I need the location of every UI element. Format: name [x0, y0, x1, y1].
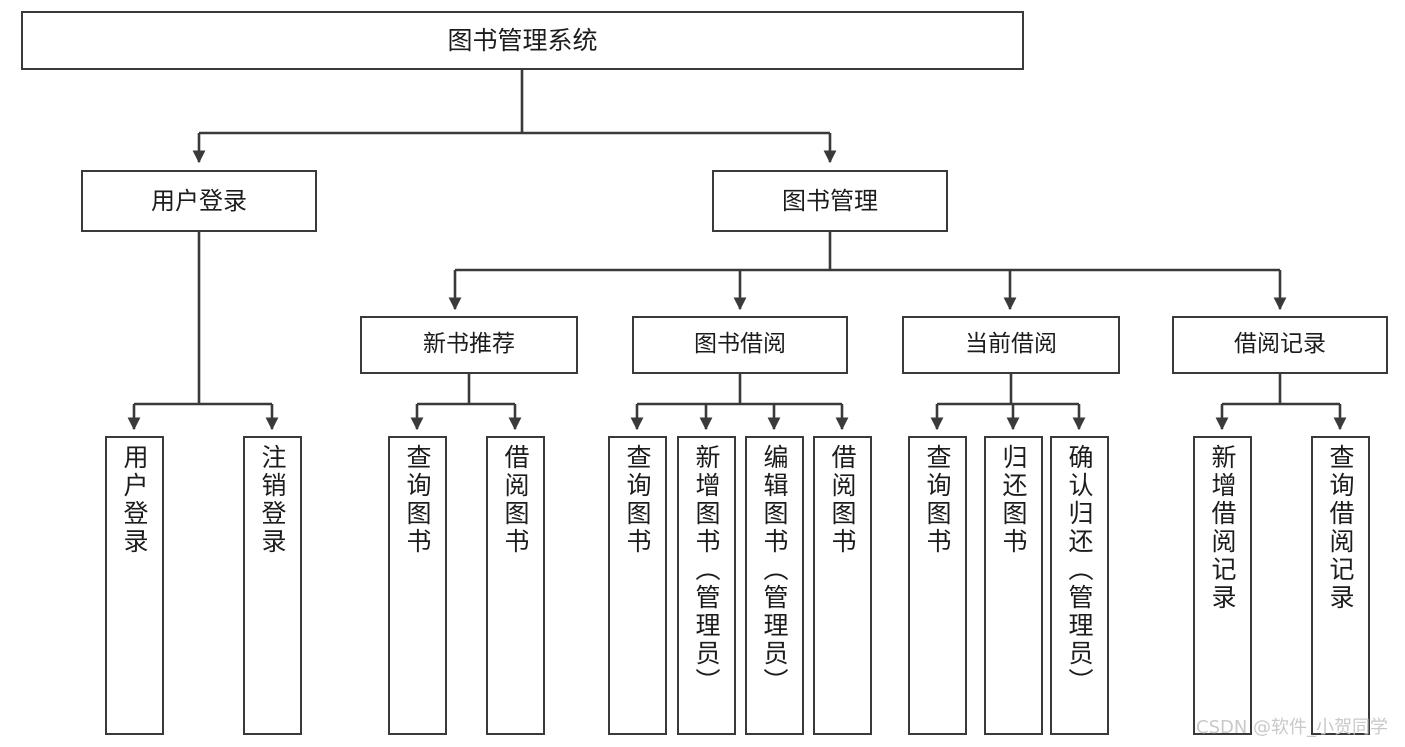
leaf-query-record-label: 查询借阅记录	[1326, 444, 1355, 612]
leaf-query-book-1-label: 查询图书	[403, 444, 432, 556]
node-user-login[interactable]: 用户登录	[81, 170, 317, 232]
leaf-return-book[interactable]: 归还图书	[984, 436, 1043, 735]
leaf-logout-label: 注销登录	[258, 444, 287, 556]
leaf-borrow-book-2-label: 借阅图书	[828, 444, 857, 556]
leaf-query-book-1[interactable]: 查询图书	[388, 436, 447, 735]
leaf-borrow-book-1-label: 借阅图书	[501, 444, 530, 556]
leaf-confirm-return[interactable]: 确认归还（管理员）	[1050, 436, 1109, 735]
leaf-logout[interactable]: 注销登录	[243, 436, 302, 735]
node-current-borrow-label: 当前借阅	[965, 331, 1057, 358]
leaf-add-record-label: 新增借阅记录	[1208, 444, 1237, 612]
leaf-add-book[interactable]: 新增图书（管理员）	[677, 436, 736, 735]
node-book-borrow[interactable]: 图书借阅	[632, 316, 848, 374]
leaf-query-book-2-label: 查询图书	[623, 444, 652, 556]
node-new-book-rec[interactable]: 新书推荐	[360, 316, 578, 374]
leaf-edit-book-label: 编辑图书（管理员）	[760, 444, 789, 696]
leaf-query-record[interactable]: 查询借阅记录	[1311, 436, 1370, 735]
leaf-confirm-return-label: 确认归还（管理员）	[1065, 444, 1094, 696]
node-new-book-rec-label: 新书推荐	[423, 331, 515, 358]
node-current-borrow[interactable]: 当前借阅	[902, 316, 1120, 374]
node-borrow-record-label: 借阅记录	[1234, 331, 1326, 358]
leaf-borrow-book-2[interactable]: 借阅图书	[813, 436, 872, 735]
node-borrow-record[interactable]: 借阅记录	[1172, 316, 1388, 374]
node-root[interactable]: 图书管理系统	[21, 11, 1024, 70]
node-book-borrow-label: 图书借阅	[694, 331, 786, 358]
node-book-manage[interactable]: 图书管理	[712, 170, 948, 232]
node-user-login-label: 用户登录	[151, 186, 247, 215]
leaf-add-record[interactable]: 新增借阅记录	[1193, 436, 1252, 735]
node-root-label: 图书管理系统	[447, 25, 598, 55]
leaf-query-book-2[interactable]: 查询图书	[608, 436, 667, 735]
leaf-return-book-label: 归还图书	[999, 444, 1028, 556]
leaf-query-book-3-label: 查询图书	[923, 444, 952, 556]
leaf-add-book-label: 新增图书（管理员）	[692, 444, 721, 696]
leaf-query-book-3[interactable]: 查询图书	[908, 436, 967, 735]
leaf-borrow-book-1[interactable]: 借阅图书	[486, 436, 545, 735]
csdn-watermark: CSDN @软件_小贺同学	[1196, 717, 1389, 738]
leaf-edit-book[interactable]: 编辑图书（管理员）	[745, 436, 804, 735]
node-book-manage-label: 图书管理	[782, 186, 878, 215]
leaf-user-login-label: 用户登录	[120, 444, 149, 556]
leaf-user-login[interactable]: 用户登录	[105, 436, 164, 735]
